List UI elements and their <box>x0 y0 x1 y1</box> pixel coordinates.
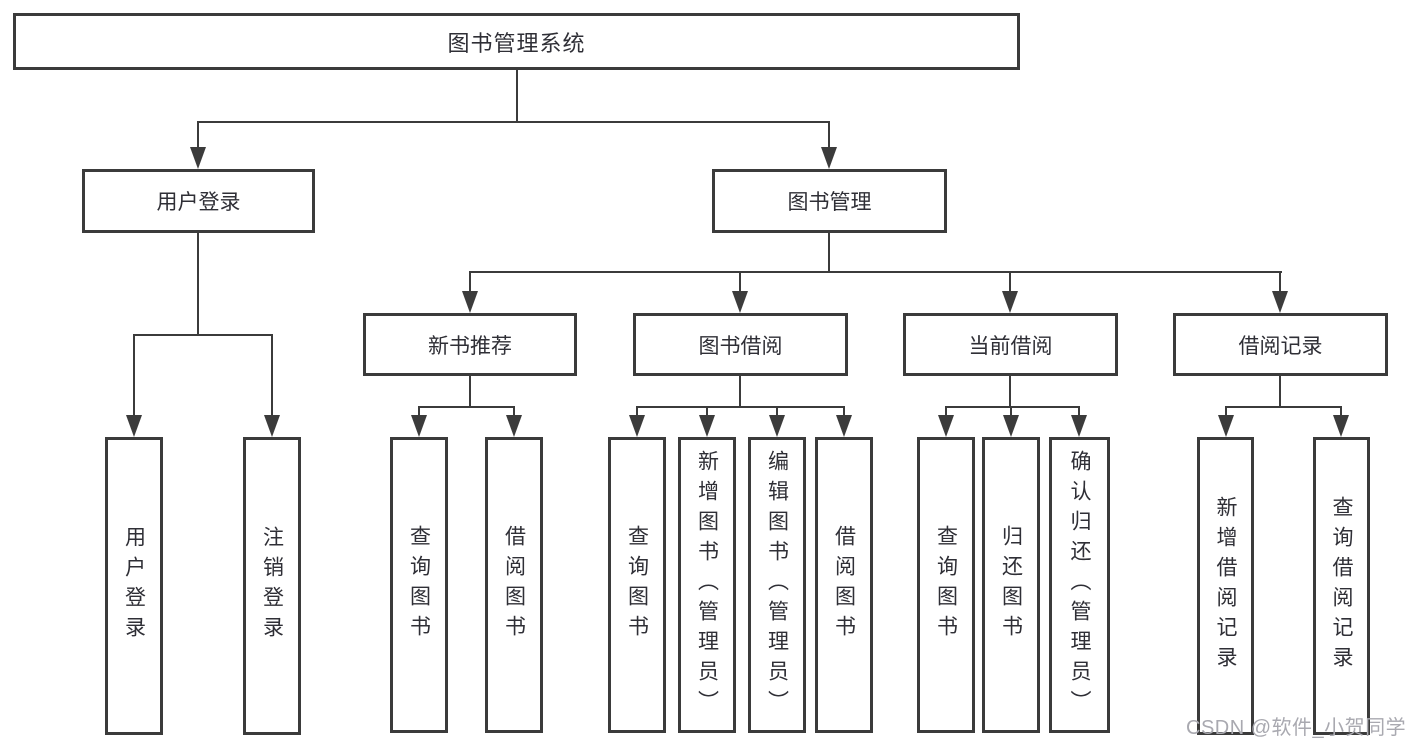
connector <box>636 406 845 408</box>
connector <box>828 121 830 149</box>
node-book-borrow-label: 图书借阅 <box>698 334 783 358</box>
arrow-down <box>462 291 478 313</box>
arrow-down <box>769 415 785 437</box>
node-borrow-records-label: 借阅记录 <box>1238 334 1323 358</box>
arrow-down <box>1002 291 1018 313</box>
connector <box>418 406 420 418</box>
node-cb-return-books: 归还图书 <box>982 437 1040 733</box>
node-nbr-query-books-label: 查询图书 <box>407 525 431 645</box>
node-logout-action-label: 注销登录 <box>260 526 284 646</box>
node-br-add-record: 新增借阅记录 <box>1197 437 1254 735</box>
arrow-down <box>190 147 206 169</box>
node-logout-action: 注销登录 <box>243 437 301 735</box>
connector <box>271 334 273 417</box>
node-bb-edit-books-label: 编辑图书（管理员） <box>765 450 789 720</box>
node-nbr-borrow-books: 借阅图书 <box>485 437 543 733</box>
connector <box>739 376 741 408</box>
connector <box>133 334 273 336</box>
connector <box>197 121 199 149</box>
arrow-down <box>1333 415 1349 437</box>
connector <box>469 271 1282 273</box>
node-br-query-record: 查询借阅记录 <box>1313 437 1370 735</box>
connector <box>776 406 778 418</box>
connector <box>1279 376 1281 408</box>
connector <box>1078 406 1080 418</box>
arrow-down <box>699 415 715 437</box>
node-cb-query-books: 查询图书 <box>917 437 975 733</box>
watermark: CSDN @软件_小贺同学 <box>1186 717 1405 739</box>
arrow-down <box>732 291 748 313</box>
node-current-borrow-label: 当前借阅 <box>968 334 1053 358</box>
arrow-down <box>1218 415 1234 437</box>
connector <box>133 334 135 417</box>
node-nbr-query-books: 查询图书 <box>390 437 448 733</box>
connector <box>1010 406 1012 418</box>
arrow-down <box>1272 291 1288 313</box>
arrow-down <box>411 415 427 437</box>
arrow-down <box>264 415 280 437</box>
connector <box>828 233 830 273</box>
node-bb-edit-books: 编辑图书（管理员） <box>748 437 806 733</box>
arrow-down <box>1003 415 1019 437</box>
node-br-add-record-label: 新增借阅记录 <box>1214 496 1237 676</box>
connector <box>516 70 518 123</box>
arrow-down <box>1071 415 1087 437</box>
connector <box>1009 271 1011 293</box>
connector <box>1279 271 1281 293</box>
node-book-management-label: 图书管理 <box>787 191 872 214</box>
arrow-down <box>938 415 954 437</box>
node-bb-add-books-label: 新增图书（管理员） <box>695 450 719 720</box>
arrow-down <box>126 415 142 437</box>
node-bb-borrow-books-label: 借阅图书 <box>832 525 856 645</box>
connector <box>636 406 638 418</box>
arrow-down <box>836 415 852 437</box>
node-root-label: 图书管理系统 <box>447 30 586 56</box>
node-user-login-action: 用户登录 <box>105 437 163 735</box>
node-cb-confirm-return: 确认归还（管理员） <box>1049 437 1110 733</box>
node-cb-return-books-label: 归还图书 <box>999 525 1023 645</box>
connector <box>945 406 947 418</box>
arrow-down <box>629 415 645 437</box>
node-book-management: 图书管理 <box>712 169 947 233</box>
node-current-borrow: 当前借阅 <box>903 313 1118 376</box>
node-book-borrow: 图书借阅 <box>633 313 848 376</box>
connector <box>945 406 1080 408</box>
node-root: 图书管理系统 <box>13 13 1020 70</box>
node-new-book-recommend: 新书推荐 <box>363 313 577 376</box>
node-user-login: 用户登录 <box>82 169 315 233</box>
connector <box>469 271 471 293</box>
node-nbr-borrow-books-label: 借阅图书 <box>502 525 526 645</box>
connector <box>469 376 471 408</box>
node-user-login-action-label: 用户登录 <box>122 526 146 646</box>
node-bb-add-books: 新增图书（管理员） <box>678 437 736 733</box>
connector <box>513 406 515 418</box>
connector <box>1225 406 1342 408</box>
connector <box>418 406 515 408</box>
node-bb-query-books: 查询图书 <box>608 437 666 733</box>
connector <box>1009 376 1011 408</box>
node-bb-borrow-books: 借阅图书 <box>815 437 873 733</box>
connector <box>1225 406 1227 418</box>
connector <box>843 406 845 418</box>
connector <box>706 406 708 418</box>
connector <box>197 233 199 336</box>
node-borrow-records: 借阅记录 <box>1173 313 1388 376</box>
node-cb-query-books-label: 查询图书 <box>934 525 958 645</box>
node-cb-confirm-return-label: 确认归还（管理员） <box>1068 450 1091 720</box>
arrow-down <box>821 147 837 169</box>
connector <box>739 271 741 293</box>
node-br-query-record-label: 查询借阅记录 <box>1330 496 1353 676</box>
connector <box>1340 406 1342 418</box>
node-new-book-recommend-label: 新书推荐 <box>428 334 512 358</box>
node-user-login-label: 用户登录 <box>156 191 241 214</box>
node-bb-query-books-label: 查询图书 <box>625 525 649 645</box>
connector <box>197 121 830 123</box>
arrow-down <box>506 415 522 437</box>
